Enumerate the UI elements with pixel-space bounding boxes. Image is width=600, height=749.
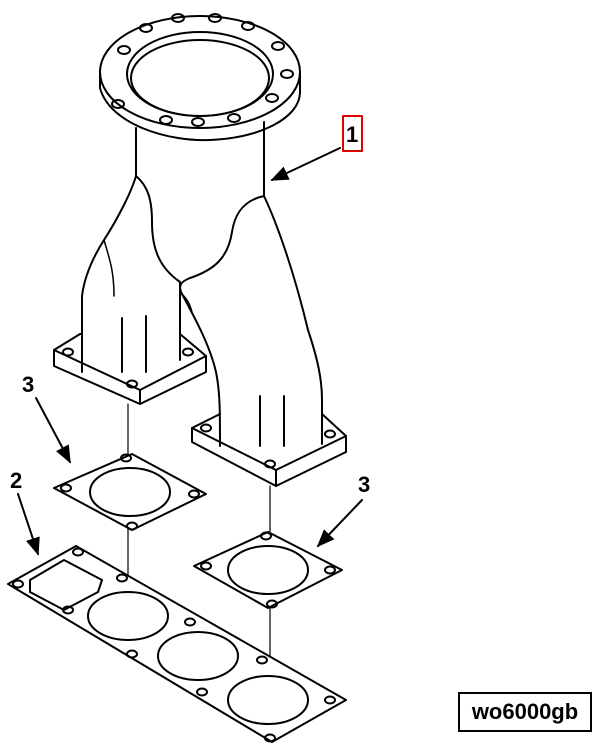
callout-label-3-left: 3 bbox=[22, 372, 34, 397]
exhaust-manifold bbox=[53, 13, 347, 487]
callout-label-2: 2 bbox=[10, 468, 22, 493]
left-port-flange bbox=[53, 333, 207, 405]
callout-label-1: 1 bbox=[346, 122, 358, 147]
gasket-right bbox=[193, 531, 343, 609]
callout-label-3-right: 3 bbox=[358, 472, 370, 497]
figure-id-label: wo6000gb bbox=[458, 692, 592, 732]
arrow-3-left bbox=[35, 397, 71, 464]
gasket-left bbox=[53, 453, 207, 531]
arrow-2 bbox=[17, 493, 40, 556]
arrow-1 bbox=[270, 147, 341, 181]
arrow-3-right bbox=[316, 499, 363, 548]
callout-1-highlight bbox=[342, 115, 363, 152]
leader-arrows bbox=[17, 147, 363, 556]
top-flange bbox=[99, 13, 301, 142]
gasket-large bbox=[7, 545, 347, 743]
right-port-flange bbox=[191, 413, 347, 487]
